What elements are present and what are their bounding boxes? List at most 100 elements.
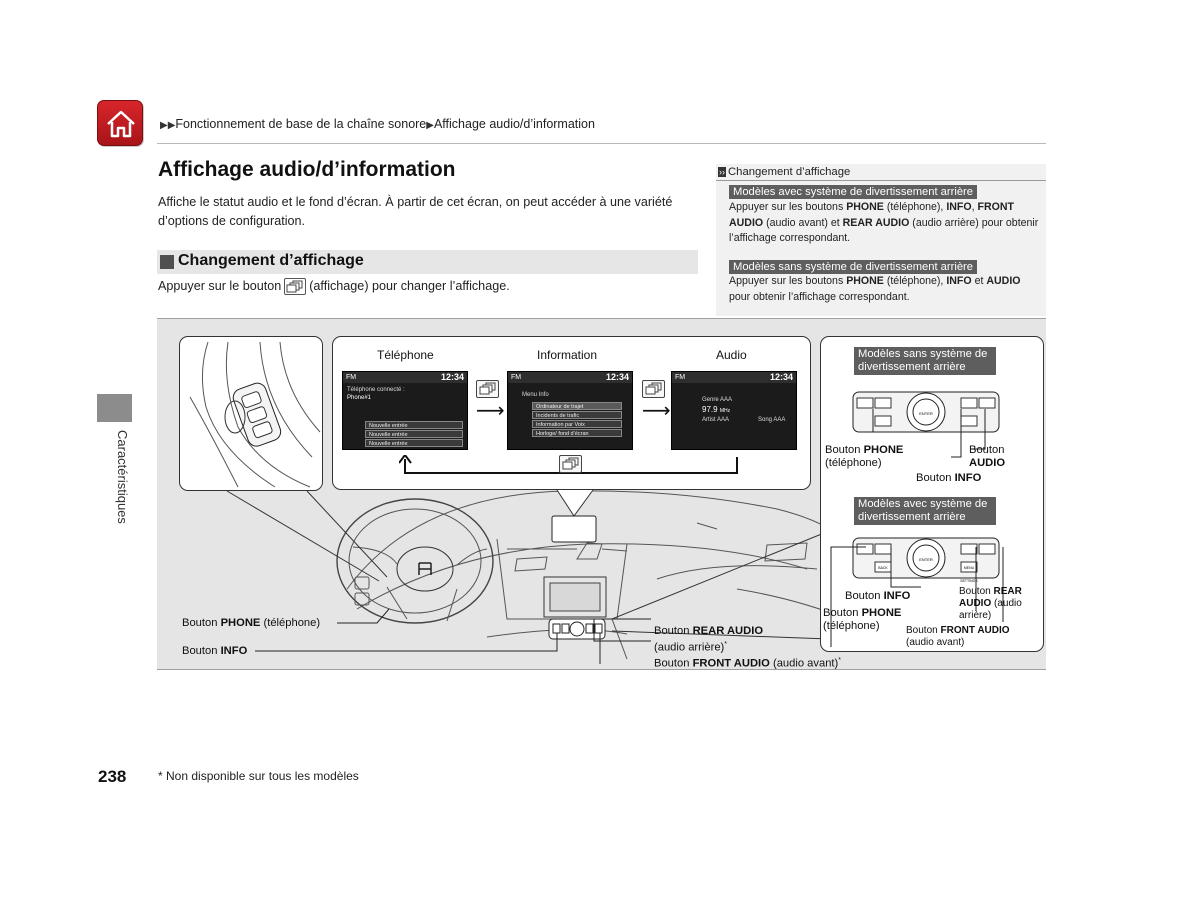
arrow-right-icon: ⟶ [476, 400, 505, 422]
breadcrumb-arrow-icon: ▶▶ [160, 120, 176, 131]
label-rear-audio-line2: AUDIO (audio [959, 598, 1022, 610]
settings-label: SETTINGS [960, 579, 978, 583]
breadcrumb-link-audio-basics[interactable]: Fonctionnement de base de la chaîne sono… [175, 117, 427, 131]
text-run: (téléphone), [883, 275, 947, 287]
info-menu-item[interactable]: Horloge/ fond d’écran [532, 429, 622, 437]
text-bold: FRONT AUDIO [729, 201, 1015, 229]
label-bold: FRONT AUDIO [940, 625, 1010, 636]
menu-label: MENU [964, 566, 975, 570]
arrow-return-icon [399, 455, 738, 474]
text-run: , [971, 201, 978, 213]
text-run: Appuyer sur les boutons [729, 275, 847, 287]
info-menu-item[interactable]: Information par Voix [532, 420, 622, 428]
chapter-tab[interactable] [97, 394, 132, 422]
label-bold: INFO [883, 590, 911, 602]
section-title: Changement d’affichage [178, 252, 364, 269]
audio-genre: Genre AAA [702, 397, 733, 403]
status-bar: FM 12:34 [508, 372, 632, 383]
text-run: Appuyer sur les boutons [729, 201, 847, 213]
phone-list-item[interactable]: Nouvelle entrée [365, 439, 463, 447]
label-bold: REAR [993, 586, 1022, 597]
knob-label: ENTER [919, 557, 933, 562]
header-divider [157, 143, 1046, 144]
footnote: * Non disponible sur tous les modèles [158, 769, 359, 783]
status-bar: FM 12:34 [672, 372, 796, 383]
label-bold: AUDIO [959, 598, 992, 609]
audio-song: Song AAA [758, 417, 786, 423]
label-bold: FRONT AUDIO [692, 657, 770, 670]
band-label: FM [511, 374, 522, 381]
home-button[interactable] [97, 100, 143, 146]
audio-frequency-row: 97.9 MHz [702, 405, 730, 414]
label-phone-button-without: Bouton PHONE [825, 444, 903, 457]
section-heading-bar: Changement d’affichage [157, 250, 698, 274]
phone-list-item[interactable]: Nouvelle entrée [365, 421, 463, 429]
label-audio-button: AUDIO [969, 457, 1005, 470]
audio-controls-panel: Modèles sans système de divertissement a… [820, 336, 1044, 652]
label-text: Bouton [654, 625, 693, 637]
label-text: (audio arrière) [654, 641, 725, 654]
reference-icon: ›› [718, 167, 726, 177]
text-run: (audio arrière) pour obtenir l’affichage… [729, 216, 1039, 245]
info-menu-title: Menu Info [522, 392, 549, 398]
section-text-before: Appuyer sur le bouton [158, 279, 282, 293]
band-label: FM [346, 374, 357, 381]
sidebar-paragraph-without: Appuyer sur les boutons PHONE (téléphone… [729, 274, 1039, 305]
label-text: Bouton [654, 657, 693, 670]
screen-label-phone: Téléphone [377, 348, 434, 362]
text-bold: PHONE [846, 201, 884, 213]
dashboard-drawing [201, 343, 848, 664]
label-text: Bouton [182, 645, 221, 657]
display-button-icon[interactable] [559, 455, 582, 473]
label-dash-rear-audio-button: Bouton REAR AUDIO [654, 625, 763, 638]
section-paragraph: Appuyer sur le bouton(affichage) pour ch… [158, 278, 510, 295]
label-text: Bouton [845, 590, 884, 602]
section-square-icon [160, 255, 174, 269]
label-bold: INFO [954, 472, 982, 484]
band-label: FM [675, 374, 686, 381]
right-panel-leader-lines [830, 409, 1004, 647]
steering-wheel-controls-drawing [189, 341, 321, 488]
breadcrumb-current[interactable]: Affichage audio/d’information [433, 117, 595, 131]
info-screen: FM 12:34 Menu Info Ordinateur de trajet I… [507, 371, 633, 450]
display-button-icon[interactable] [642, 380, 665, 398]
text-run: pour obtenir l’affichage correspondant. [729, 290, 910, 303]
label-dash-phone-button: Bouton PHONE (téléphone) [182, 617, 320, 630]
tag-without-rear-entertainment: Modèles sans système de divertissement a… [729, 260, 978, 274]
chapter-tab-label[interactable]: Caractéristiques [115, 430, 130, 524]
label-bold: REAR AUDIO [692, 625, 764, 637]
phone-list-item[interactable]: Nouvelle entrée [365, 430, 463, 438]
label-rear-audio-button: Bouton REAR [959, 586, 1022, 598]
info-menu-item[interactable]: Incidents de trafic [532, 411, 622, 419]
label-text: Bouton [825, 444, 864, 456]
breadcrumb-arrow-icon: ▶ [426, 120, 434, 131]
clock: 12:34 [605, 372, 629, 382]
audio-unit-without-rear-drawing: ENTER [852, 391, 1000, 433]
audio-artist: Artist AAA [702, 417, 730, 423]
label-bold: INFO [220, 645, 248, 657]
audio-frequency: 97.9 [702, 405, 718, 414]
display-button-icon[interactable] [476, 380, 499, 398]
text-bold: REAR AUDIO [842, 216, 910, 229]
label-text: (téléphone) [260, 617, 321, 629]
clock: 12:34 [769, 372, 793, 382]
label-dash-rear-audio-sub: (audio arrière)* [654, 638, 727, 655]
sidebar-header-text: Changement d’affichage [728, 166, 851, 178]
tag-with-rear-entertainment: Modèles avec système de divertissement a… [854, 497, 996, 525]
info-menu-item[interactable]: Ordinateur de trajet [532, 402, 622, 410]
label-front-audio-sub: (audio avant) [906, 637, 965, 648]
label-info-button-without: Bouton INFO [916, 472, 981, 485]
breadcrumb: ▶▶Fonctionnement de base de la chaîne so… [160, 117, 595, 131]
tag-without-rear-entertainment: Modèles sans système de divertissement a… [854, 347, 996, 375]
label-dash-front-audio-button: Bouton FRONT AUDIO (audio avant)* [654, 654, 841, 671]
sidebar-header: ››Changement d’affichage [716, 164, 1046, 181]
clock: 12:34 [440, 372, 464, 382]
audio-unit: MHz [719, 408, 731, 414]
text-bold: PHONE [846, 275, 884, 287]
sidebar-paragraph-with: Appuyer sur les boutons PHONE (téléphone… [729, 200, 1039, 247]
label-dash-info-button: Bouton INFO [182, 645, 247, 658]
knob-label: ENTER [919, 411, 933, 416]
display-button-icon [284, 278, 307, 295]
